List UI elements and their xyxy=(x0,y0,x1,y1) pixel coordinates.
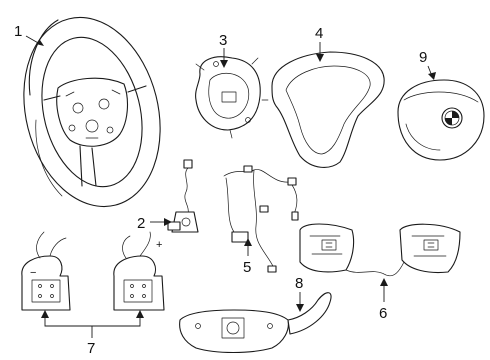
callout-7: 7 xyxy=(87,340,95,357)
clock-spring xyxy=(195,56,269,139)
paddle-minus-symbol: − xyxy=(30,267,36,279)
callout-4: 4 xyxy=(315,25,323,42)
steering-wheel xyxy=(23,16,161,208)
callout-3: 3 xyxy=(219,32,227,49)
steering-wheel-trim xyxy=(271,51,385,168)
paddle-plus-symbol: + xyxy=(156,239,162,251)
sensor-with-lead xyxy=(167,159,199,233)
callout-9: 9 xyxy=(419,49,427,66)
shift-paddles xyxy=(21,231,165,311)
callout-6: 6 xyxy=(379,305,387,322)
airbag-module xyxy=(397,79,485,161)
callout-5: 5 xyxy=(243,259,251,276)
callout-1: 1 xyxy=(14,23,22,40)
switch-bezel xyxy=(179,292,332,353)
wiring-harness xyxy=(223,165,299,273)
multifunction-switches xyxy=(299,223,461,277)
callout-2: 2 xyxy=(137,215,145,232)
callout-8: 8 xyxy=(295,275,303,292)
